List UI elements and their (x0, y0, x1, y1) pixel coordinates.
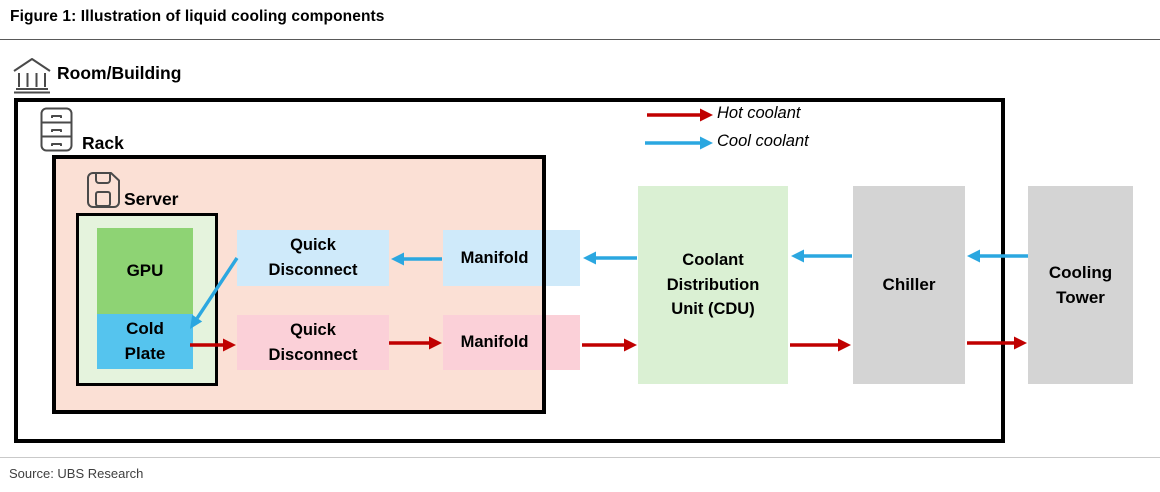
quick-disconnect-hot-label: Quick Disconnect (268, 320, 358, 364)
hot-arrow-cold-plate-to-quick-disconnect (190, 338, 236, 352)
hot-arrow-cdu-to-chiller (790, 338, 851, 352)
cool-arrow-chiller-to-cdu (791, 249, 852, 263)
manifold-cool-label: Manifold (460, 248, 529, 267)
rack-boundary-border (52, 155, 546, 414)
quick-disconnect-cool-box: Quick Disconnect (237, 230, 389, 286)
cold-plate-label: Cold Plate (124, 318, 166, 363)
hot-arrow-chiller-to-tower (967, 336, 1027, 350)
gpu-box: GPU (97, 228, 193, 314)
cool-arrow-manifold-to-quick-disconnect (391, 252, 442, 266)
room-boundary-box (14, 98, 1005, 443)
legend-cool-arrow-icon (645, 136, 713, 150)
chiller-box: Chiller (853, 186, 965, 384)
rack-label: Rack (82, 133, 124, 153)
hot-arrow-quick-disconnect-to-manifold (389, 336, 442, 350)
manifold-hot-box: Manifold (443, 315, 580, 370)
footer-divider (0, 457, 1160, 458)
cooling-tower-label: Cooling Tower (1048, 262, 1113, 308)
cooling-tower-box: Cooling Tower (1028, 186, 1133, 384)
header-divider (0, 39, 1160, 40)
source-text: Source: UBS Research (9, 466, 144, 481)
cool-arrow-quick-disconnect-to-cold-plate (190, 257, 239, 329)
cold-plate-box: Cold Plate (97, 314, 193, 369)
server-label: Server (124, 189, 179, 209)
cool-arrow-cdu-to-manifold (583, 251, 637, 265)
legend-hot-label: Hot coolant (717, 104, 801, 122)
cool-arrow-tower-to-chiller (967, 249, 1028, 263)
server-icon (87, 172, 120, 208)
manifold-hot-label: Manifold (460, 333, 529, 352)
quick-disconnect-hot-box: Quick Disconnect (237, 315, 389, 370)
building-icon (13, 58, 51, 94)
room-label: Room/Building (57, 63, 182, 83)
chiller-label: Chiller (882, 275, 936, 295)
quick-disconnect-cool-label: Quick Disconnect (268, 236, 358, 279)
legend-cool-label: Cool coolant (717, 132, 809, 150)
cdu-label: Coolant Distribution Unit (CDU) (666, 250, 760, 319)
legend-hot-arrow-icon (647, 108, 713, 122)
rack-icon (40, 107, 73, 152)
hot-arrow-manifold-to-cdu (582, 338, 637, 352)
manifold-cool-box: Manifold (443, 230, 580, 286)
cdu-box: Coolant Distribution Unit (CDU) (638, 186, 788, 384)
figure-title: Figure 1: Illustration of liquid cooling… (10, 8, 385, 25)
gpu-label: GPU (126, 261, 164, 281)
